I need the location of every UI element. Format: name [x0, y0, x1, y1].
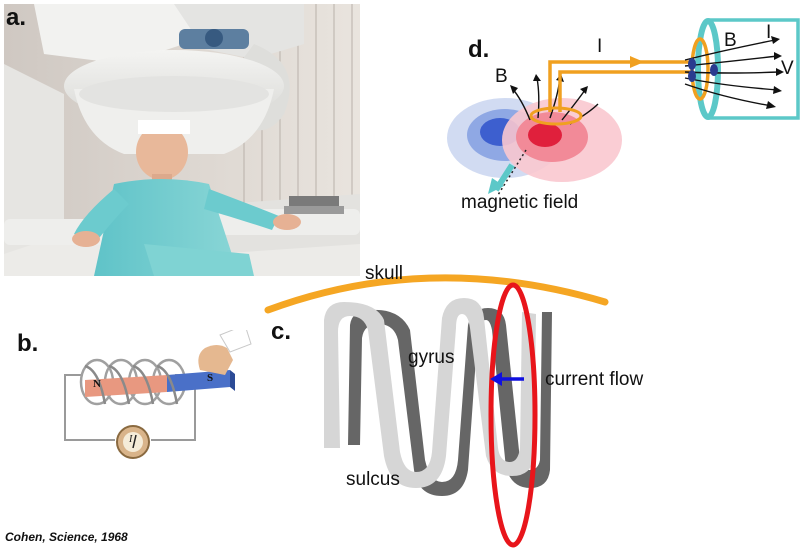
citation: Cohen, Science, 1968 [5, 530, 128, 544]
panel-label-a: a. [6, 4, 27, 31]
sulcus-label: sulcus [346, 469, 400, 490]
cyan-circuit [708, 18, 800, 120]
magnet-south-half [167, 370, 230, 392]
circuit-wire-left [64, 374, 115, 441]
panel-b-svg [64, 324, 252, 459]
current-flow-label: current flow [545, 369, 644, 390]
panel-b-diagram [55, 324, 255, 490]
field-arrowheads-right [766, 36, 784, 109]
coil-charges [688, 58, 718, 82]
panel-label-d: d. [468, 36, 490, 63]
panel-d-svg [447, 18, 800, 196]
orange-wire-top [548, 60, 692, 112]
galvanometer-symbol: I [129, 434, 133, 445]
stimulation-coil [488, 282, 538, 548]
current-arrow-head [490, 372, 502, 386]
panel-c-diagram [260, 220, 620, 550]
current-label-top: I [597, 36, 603, 57]
magnetic-field-label: magnetic field [461, 192, 579, 213]
magnet-north-letter: N [93, 378, 101, 390]
positive-pole-inner [528, 123, 562, 147]
galvanometer-needle [132, 434, 137, 449]
meg-photo [4, 4, 360, 276]
field-label-right: B [724, 30, 737, 51]
panel-label-b: b. [17, 330, 39, 357]
cyan-coil [695, 18, 721, 120]
panel-c-svg [264, 274, 609, 548]
coil-front [84, 364, 179, 405]
magnet-south-letter: S [207, 372, 214, 384]
current-label-right: I [766, 22, 772, 43]
gyrus-fill [324, 298, 536, 488]
sulcus-shadow [348, 308, 552, 496]
eye-bar [138, 120, 190, 134]
panel-d-diagram [430, 0, 800, 235]
orange-wire-bottom [558, 70, 692, 112]
voltage-label: V [781, 58, 794, 79]
panel-label-c: c. [271, 318, 292, 345]
meg-photo-drawing [4, 4, 360, 276]
skull-arc [264, 274, 609, 314]
pickup-loop [529, 106, 583, 126]
current-arrow [630, 56, 644, 68]
skull-label: skull [365, 263, 404, 284]
dotted-pointer [497, 149, 527, 196]
gyrus-label: gyrus [408, 347, 455, 368]
hand-illustration [198, 324, 252, 375]
field-label-left: B [495, 66, 508, 87]
